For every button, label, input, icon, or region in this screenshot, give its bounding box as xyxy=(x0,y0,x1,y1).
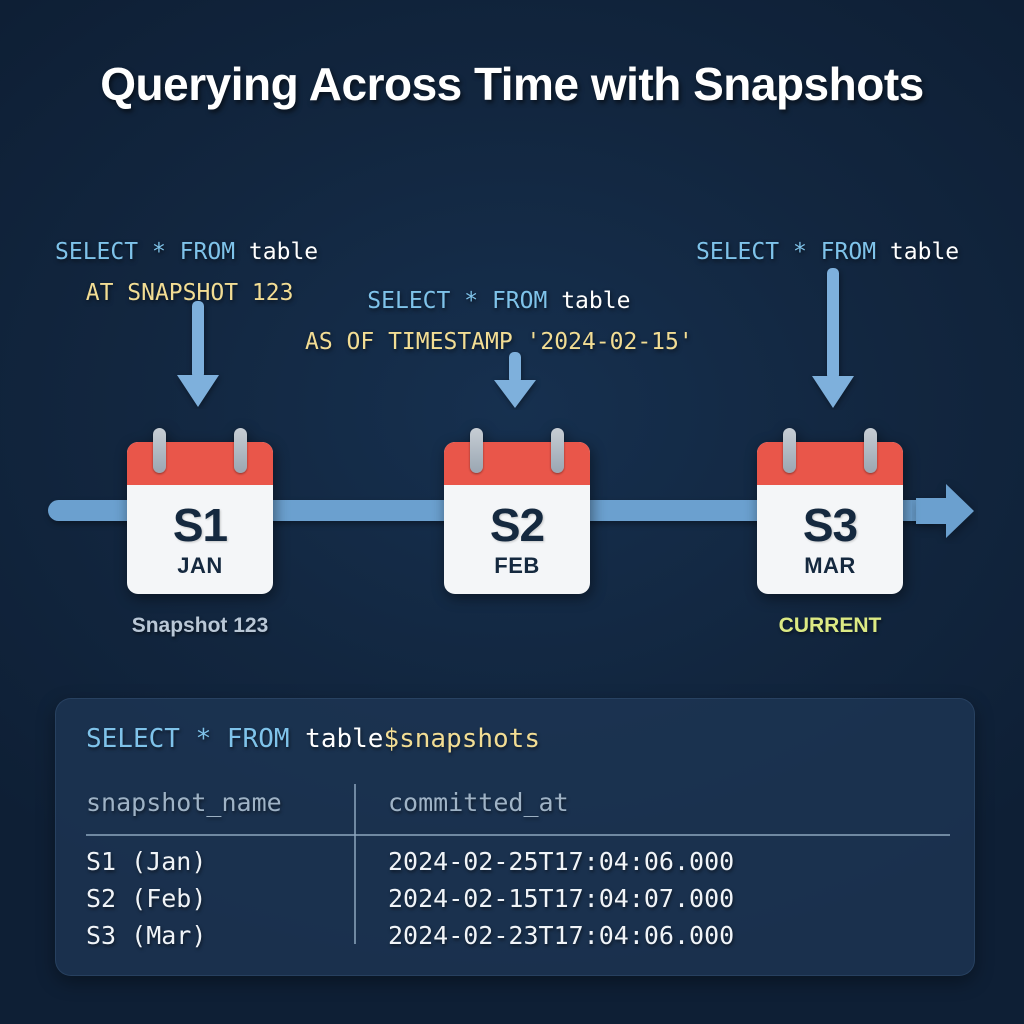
sql-keyword-from: FROM xyxy=(491,288,548,314)
calendar-header-band xyxy=(444,442,590,485)
sql-star: * xyxy=(792,239,807,265)
annotation-line-1: SELECT * FROM table xyxy=(55,232,318,273)
sql-star: * xyxy=(151,239,166,265)
sql-keyword-select: SELECT xyxy=(86,724,180,754)
cell-committed-at: 2024-02-15T17:04:07.000 xyxy=(388,884,735,913)
snapshot-id-label: S1 xyxy=(172,498,228,551)
calendar-face: S2 FEB xyxy=(444,485,590,594)
annotation-snapshot-query: SELECT * FROM table AT SNAPSHOT 123 xyxy=(55,232,318,314)
calendar-ring-left-icon xyxy=(470,428,483,473)
snapshot-caption-s3: CURRENT xyxy=(778,614,882,637)
cell-snapshot-name: S3 (Mar) xyxy=(86,921,207,950)
calendar-rings xyxy=(444,428,590,473)
snapshot-month-label: FEB xyxy=(494,552,540,578)
calendar-ring-right-icon xyxy=(864,428,877,473)
snapshot-card-s1[interactable]: S1 JAN xyxy=(127,428,273,594)
result-query-text: SELECT * FROM table$snapshots xyxy=(86,724,540,754)
snapshots-table: snapshot_name committed_at S1 (Jan) 2024… xyxy=(86,784,950,954)
calendar-body: S2 FEB xyxy=(444,442,590,594)
cell-committed-at: 2024-02-23T17:04:06.000 xyxy=(388,921,735,950)
table-row: S3 (Mar) 2024-02-23T17:04:06.000 xyxy=(86,917,950,954)
annotation-line-2: AT SNAPSHOT 123 xyxy=(85,280,294,306)
table-row: S2 (Feb) 2024-02-15T17:04:07.000 xyxy=(86,880,950,917)
calendar-rings xyxy=(127,428,273,473)
sql-identifier: table xyxy=(889,239,960,265)
sql-keyword-select: SELECT xyxy=(696,239,780,265)
calendar-ring-left-icon xyxy=(783,428,796,473)
calendar-ring-left-icon xyxy=(153,428,166,473)
snapshot-month-label: MAR xyxy=(804,552,856,578)
sql-keyword-from: FROM xyxy=(179,239,236,265)
cell-committed-at: 2024-02-25T17:04:06.000 xyxy=(388,847,735,876)
down-arrow-icon-snapshot xyxy=(177,301,219,407)
cell-snapshot-name: S2 (Feb) xyxy=(86,884,207,913)
sql-identifier: table xyxy=(561,288,631,314)
calendar-body: S1 JAN xyxy=(127,442,273,594)
sql-keyword-from: FROM xyxy=(820,239,877,265)
table-row: S1 (Jan) 2024-02-25T17:04:06.000 xyxy=(86,843,950,880)
table-column-divider xyxy=(354,784,356,944)
column-header-snapshot-name: snapshot_name xyxy=(86,788,282,817)
annotation-line-1: SELECT * FROM table xyxy=(696,232,959,273)
sql-star: * xyxy=(195,724,212,754)
sql-metadata-suffix: $snapshots xyxy=(383,724,540,754)
calendar-header-band xyxy=(757,442,903,485)
snapshot-caption-s1: Snapshot 123 xyxy=(131,614,269,637)
page-title: Querying Across Time with Snapshots xyxy=(100,58,924,110)
snapshot-id-label: S3 xyxy=(802,498,858,551)
calendar-face: S3 MAR xyxy=(757,485,903,594)
table-header-row: snapshot_name committed_at xyxy=(86,784,950,821)
down-arrow-icon-current xyxy=(812,268,854,408)
down-arrow-icon-timestamp xyxy=(494,352,536,408)
calendar-ring-right-icon xyxy=(551,428,564,473)
column-header-committed-at: committed_at xyxy=(388,788,569,817)
result-panel: SELECT * FROM table$snapshots snapshot_n… xyxy=(55,698,975,976)
sql-keyword-from: FROM xyxy=(226,724,290,754)
calendar-ring-right-icon xyxy=(234,428,247,473)
calendar-body: S3 MAR xyxy=(757,442,903,594)
calendar-face: S1 JAN xyxy=(127,485,273,594)
sql-keyword-select: SELECT xyxy=(55,239,139,265)
sql-identifier: table xyxy=(248,239,319,265)
snapshot-id-label: S2 xyxy=(489,498,545,551)
annotation-line-1: SELECT * FROM table xyxy=(305,281,693,322)
calendar-header-band xyxy=(127,442,273,485)
table-body: S1 (Jan) 2024-02-25T17:04:06.000 S2 (Feb… xyxy=(86,843,950,954)
sql-identifier: table xyxy=(305,724,384,754)
cell-snapshot-name: S1 (Jan) xyxy=(86,847,207,876)
sql-star: * xyxy=(464,288,479,314)
snapshot-card-s2[interactable]: S2 FEB xyxy=(444,428,590,594)
snapshot-card-s3[interactable]: S3 MAR xyxy=(757,428,903,594)
timeline-arrow-icon xyxy=(916,484,974,538)
calendar-rings xyxy=(757,428,903,473)
annotation-timestamp-query: SELECT * FROM table AS OF TIMESTAMP '202… xyxy=(305,281,693,363)
sql-keyword-select: SELECT xyxy=(367,288,451,314)
annotation-current-query: SELECT * FROM table xyxy=(696,232,959,273)
snapshot-month-label: JAN xyxy=(177,552,223,578)
annotation-line-2: AS OF TIMESTAMP '2024-02-15' xyxy=(305,329,693,355)
table-header-divider xyxy=(86,834,950,836)
